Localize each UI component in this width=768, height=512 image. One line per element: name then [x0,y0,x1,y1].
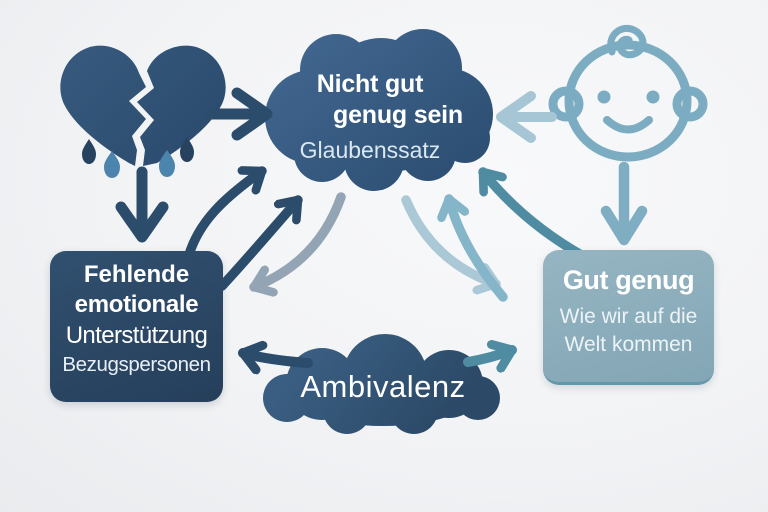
missing-support-sublabel: Bezugspersonen [62,353,211,376]
good-enough-sub1: Wie wir auf die [559,305,698,328]
arrow-baby-down [600,161,648,246]
missing-support-line2: emotionale [74,291,199,318]
heart-right-half [137,45,226,166]
heart-left-half [60,45,146,166]
baby-face-icon [548,25,708,162]
arrow-cloud-to-goodenough [401,195,501,284]
tear-drops-icon [82,137,194,178]
belief-cloud-label: Glaubenssatz [299,137,441,163]
missing-support-line1: Fehlende [83,261,190,288]
missing-support-line3: Unterstützung [65,322,208,349]
baby-eye-left [597,90,611,104]
missing-support-box: Fehlende emotionale Unterstützung Bezugs… [50,251,223,402]
arrow-goodenough-to-cloud-light [449,194,508,302]
arrow-support-to-cloud-outer [183,171,267,263]
good-enough-box: Gut genug Wie wir auf die Welt kommen [543,250,714,385]
arrow-ambivalence-to-support [238,353,313,363]
broken-heart-icon [60,45,226,166]
arrow-goodenough-to-cloud-teal [478,167,588,261]
good-enough-title: Gut genug [562,265,695,295]
arrow-heart-down [115,166,169,243]
ambivalence-cloud-shape [263,334,500,434]
belief-cloud-line2: genug sein [333,101,463,129]
belief-cloud-line1: Nicht gut [316,70,424,98]
baby-eye-right [646,90,660,104]
baby-smile [603,116,653,134]
arrow-baby-to-cloud [496,91,557,143]
baby-hair-curl [607,25,647,59]
belief-cloud-shape [265,29,493,191]
arrow-ambivalence-to-goodenough [463,350,517,362]
arrow-support-to-cloud-inner [217,195,303,291]
good-enough-sub2: Welt kommen [564,333,693,356]
baby-head [564,40,692,162]
arrow-cloud-to-support [249,192,346,287]
arrow-heart-to-cloud [206,87,273,141]
ambivalence-label: Ambivalenz [300,369,466,404]
